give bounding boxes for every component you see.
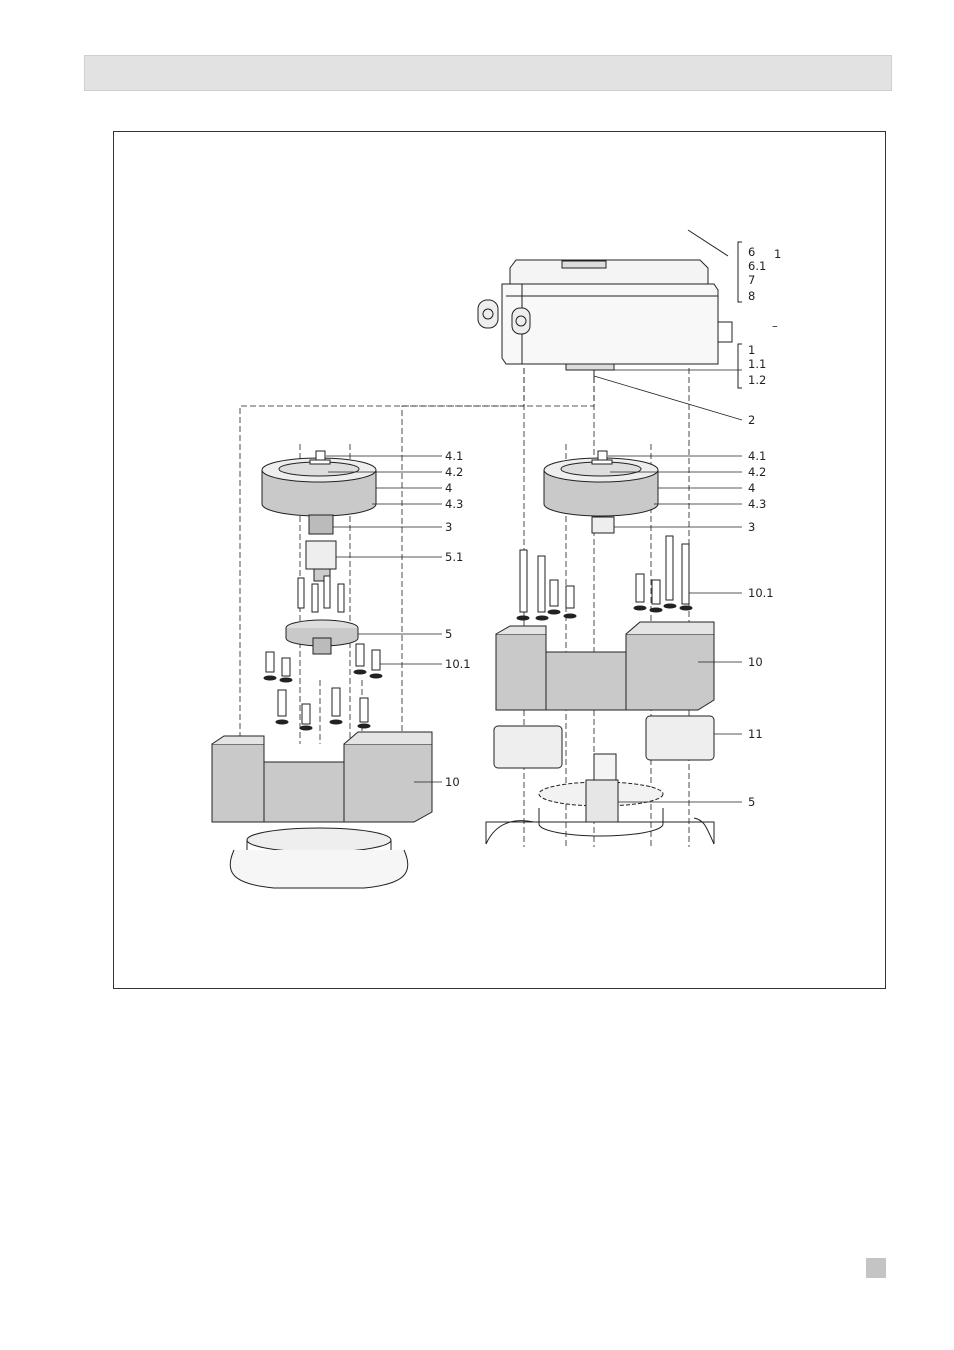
bracket-upper (738, 242, 742, 302)
bracket-lower (738, 344, 742, 388)
label-left-10-1: 10.1 (445, 657, 471, 671)
label-right-6-1: 6.1 (748, 259, 766, 273)
label-left-4-1: 4.1 (445, 449, 463, 463)
exploded-assembly-figure: 4.1 4.2 4 4.3 3 5.1 5 10.1 10 6 6.1 7 8 … (113, 131, 886, 989)
right-screws (520, 536, 689, 612)
header-band (84, 55, 892, 91)
left-actuator-base (230, 828, 408, 888)
label-right-4: 4 (748, 481, 755, 495)
leader-housing (688, 230, 728, 256)
label-left-4: 4 (445, 481, 452, 495)
label-right-7: 7 (748, 273, 755, 287)
label-right-2: 2 (748, 413, 755, 427)
label-right-10: 10 (748, 655, 763, 669)
left-bracket (212, 732, 432, 822)
left-lower-screws (266, 644, 380, 724)
left-callout-labels: 4.1 4.2 4 4.3 3 5.1 5 10.1 10 (445, 449, 471, 789)
label-right-1-1: 1.1 (748, 357, 766, 371)
positioner-housing (478, 260, 732, 380)
label-right-1: 1 (748, 343, 755, 357)
label-right-8: 8 (748, 289, 755, 303)
label-right-5: 5 (748, 795, 755, 809)
right-bracket (496, 622, 714, 710)
label-right-11: 11 (748, 727, 763, 741)
label-left-4-2: 4.2 (445, 465, 463, 479)
page-number-marker (866, 1258, 886, 1278)
right-callout-labels: 6 6.1 7 8 1 1.1 1.2 2 4.1 4.2 4 4.3 3 10… (748, 245, 781, 809)
label-right-3: 3 (748, 520, 755, 534)
label-right-4-1: 4.1 (748, 449, 766, 463)
label-left-5: 5 (445, 627, 452, 641)
label-right-6: 6 (748, 245, 755, 259)
label-right-4-3: 4.3 (748, 497, 766, 511)
stray-mark-1: 1 (774, 247, 781, 261)
label-left-5-1: 5.1 (445, 550, 463, 564)
left-coupling-parts (264, 515, 382, 730)
label-right-4-2: 4.2 (748, 465, 766, 479)
assembly-drawing: 4.1 4.2 4 4.3 3 5.1 5 10.1 10 6 6.1 7 8 … (114, 132, 887, 990)
label-right-10-1: 10.1 (748, 586, 774, 600)
label-left-3: 3 (445, 520, 452, 534)
right-coupling-wheel (544, 451, 658, 533)
label-right-1-2: 1.2 (748, 373, 766, 387)
stray-mark-dash: – (772, 319, 778, 333)
label-left-4-3: 4.3 (445, 497, 463, 511)
left-coupling-wheel (262, 451, 376, 516)
label-left-10: 10 (445, 775, 460, 789)
